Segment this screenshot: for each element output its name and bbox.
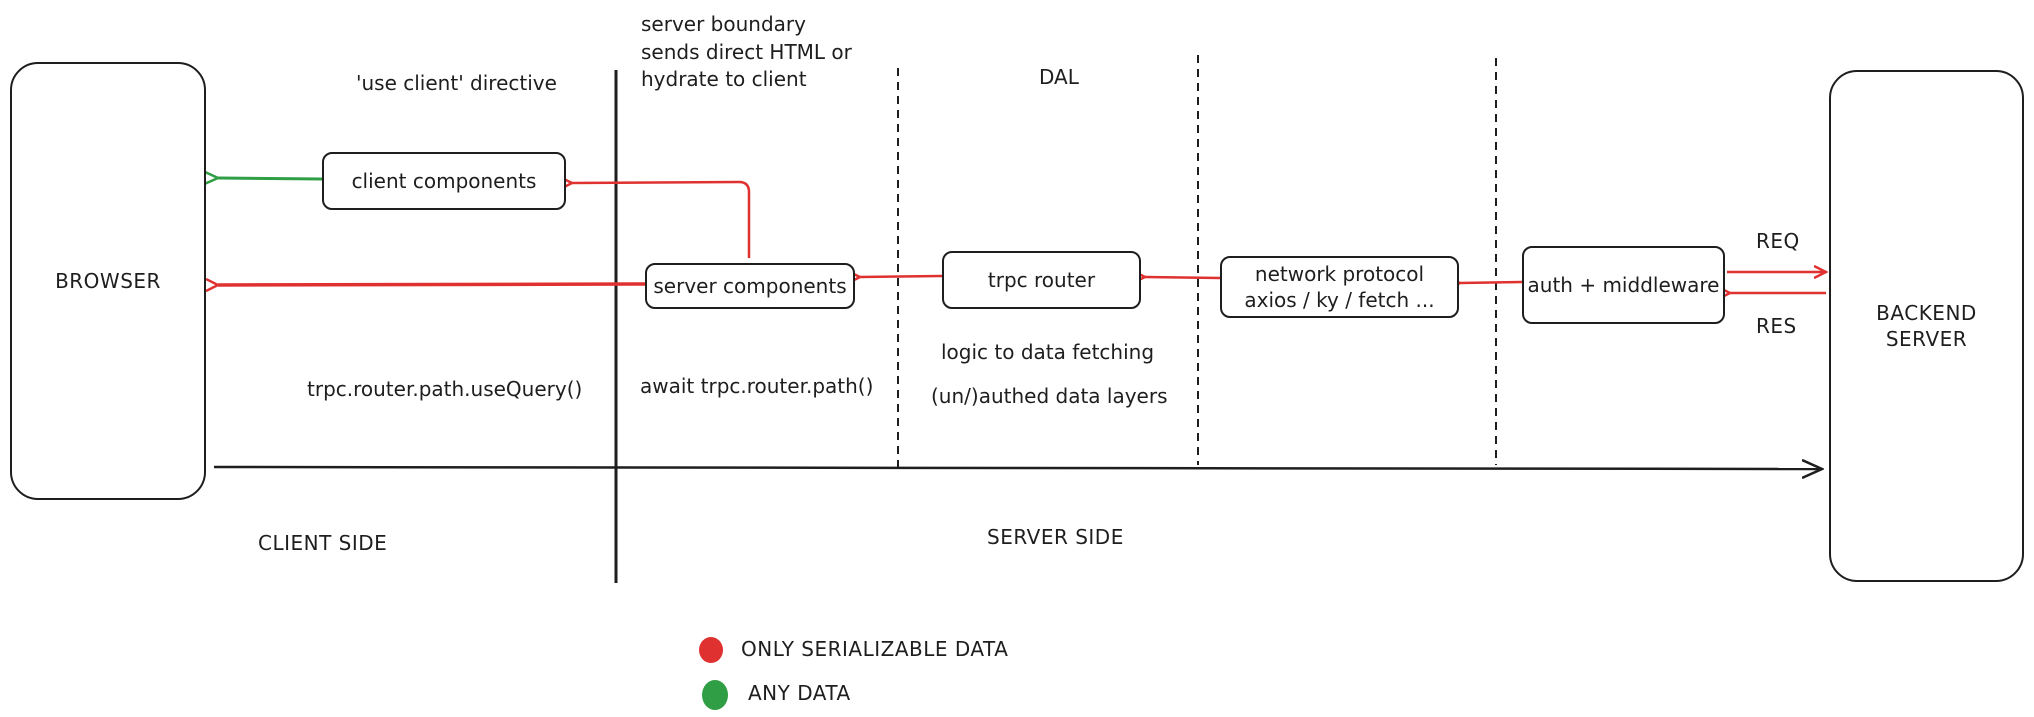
res-label: RES bbox=[1756, 314, 1797, 338]
legend-red-dot bbox=[699, 637, 723, 663]
legend-label-any: ANY DATA bbox=[748, 681, 851, 705]
req-label: REQ bbox=[1756, 229, 1800, 253]
backend-label-line2: SERVER bbox=[1885, 327, 1968, 351]
legend-label-serializable: ONLY SERIALIZABLE DATA bbox=[741, 637, 1009, 661]
backend-server-box: BACKEND SERVER bbox=[1829, 70, 2024, 582]
browser-label: BROWSER bbox=[55, 269, 161, 293]
auth-to-network-arrow bbox=[1460, 282, 1523, 283]
server-components-label: server components bbox=[653, 274, 847, 298]
server-side-label: SERVER SIDE bbox=[987, 525, 1124, 549]
network-label-line2: axios / ky / fetch ... bbox=[1244, 288, 1435, 312]
use-client-label: 'use client' directive bbox=[356, 71, 557, 95]
client-components-label: client components bbox=[351, 169, 537, 193]
auth-middleware-box: auth + middleware bbox=[1522, 246, 1725, 324]
trpc-to-server-arrow bbox=[860, 276, 943, 277]
logic-label: logic to data fetching bbox=[941, 340, 1155, 364]
trpc-router-box: trpc router bbox=[942, 251, 1141, 309]
server-boundary-label-line3: hydrate to client bbox=[641, 67, 807, 91]
await-path-label: await trpc.router.path() bbox=[640, 374, 874, 398]
server-to-client-arrow bbox=[572, 182, 751, 258]
client-to-browser-arrow bbox=[218, 178, 323, 179]
server-boundary-label-line1: server boundary bbox=[641, 12, 806, 36]
client-side-label: CLIENT SIDE bbox=[258, 531, 388, 555]
network-protocol-box: network protocol axios / ky / fetch ... bbox=[1220, 256, 1459, 318]
network-to-trpc-arrow bbox=[1145, 277, 1221, 278]
timeline-arrow bbox=[213, 467, 1822, 469]
browser-box: BROWSER bbox=[10, 62, 206, 500]
client-components-box: client components bbox=[322, 152, 566, 210]
network-label-line1: network protocol bbox=[1254, 262, 1425, 286]
backend-label-line1: BACKEND bbox=[1876, 301, 1977, 325]
server-boundary-label-line2: sends direct HTML or bbox=[641, 40, 852, 64]
trpc-router-label: trpc router bbox=[987, 268, 1096, 292]
authed-layers-label: (un/)authed data layers bbox=[931, 384, 1168, 408]
dal-label: DAL bbox=[1039, 65, 1079, 89]
server-to-browser-arrow bbox=[218, 284, 646, 285]
use-query-label: trpc.router.path.useQuery() bbox=[307, 377, 583, 401]
server-components-box: server components bbox=[645, 263, 855, 309]
legend-green-dot bbox=[702, 680, 728, 710]
auth-label: auth + middleware bbox=[1527, 273, 1720, 297]
